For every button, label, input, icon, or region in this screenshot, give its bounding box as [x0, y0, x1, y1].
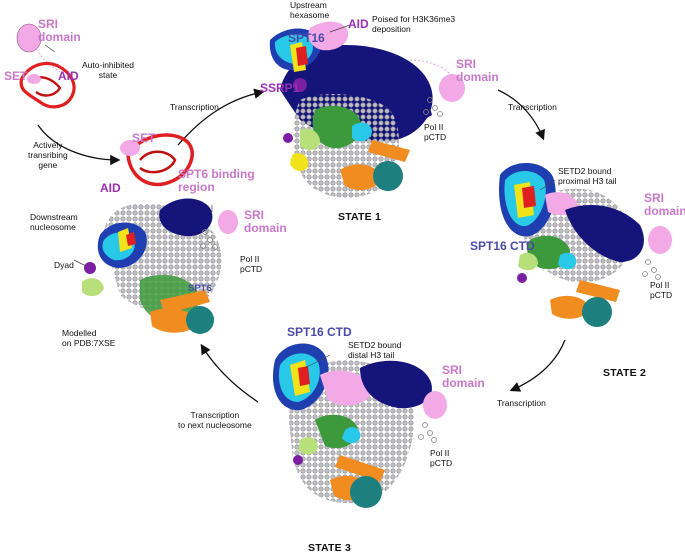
state3-title: STATE 3: [308, 542, 352, 554]
active-aid-label: AID: [100, 181, 121, 195]
state1-spt16-label: SPT16: [288, 31, 325, 45]
state2-structure: [499, 162, 672, 327]
transcription-label-3: Transcription: [497, 398, 546, 408]
transcription-next-nucleosome-label: Transcription to next nucleosome: [178, 410, 252, 430]
upstream-hexasome-label: Upstream hexasome: [290, 0, 330, 20]
state2-sri-domain-label: SRI domain: [644, 191, 685, 218]
ssrp1-label: SSRP1: [260, 81, 300, 95]
spt6-binding-region-label: SPT6 binding region: [178, 167, 255, 194]
auto-sri-domain-label: SRI domain: [38, 17, 81, 44]
state3-spt16-ctd-label: SPT16 CTD: [287, 325, 352, 339]
state3-setd2-label: SETD2 bound distal H3 tail: [348, 340, 402, 360]
arrow-transcription-3: [509, 339, 566, 392]
state2-spt16-ctd-label: SPT16 CTD: [470, 239, 535, 253]
state1-pol-label: Pol II pCTD: [424, 122, 447, 142]
cycle-arrows: [37, 88, 566, 403]
poised-label: Poised for H3K36me3 deposition: [372, 14, 456, 34]
arrow-active-entry: [37, 124, 121, 166]
arrow-transcription-4: [200, 343, 259, 403]
transcription-label-1: Transcription: [170, 102, 219, 112]
state2-pol-label: Pol II pCTD: [650, 280, 673, 300]
auto-inhibited-structure: [16, 23, 76, 109]
arrow-transcription-2: [497, 89, 545, 141]
auto-aid-label: AID: [58, 69, 79, 83]
state3-pol-label: Pol II pCTD: [430, 448, 453, 468]
state1-structure: [269, 21, 465, 198]
state3-sri-domain-label: SRI domain: [442, 363, 485, 390]
active-pol-label: Pol II pCTD: [240, 254, 263, 274]
auto-set-label: SET: [4, 69, 28, 83]
active-gene-label: Actively transribing gene: [28, 140, 68, 170]
state1-sri-domain-label: SRI domain: [456, 57, 499, 84]
state3-structure: [272, 343, 447, 508]
spt6-label: SPT6: [188, 283, 212, 294]
state2-setd2-label: SETD2 bound proximal H3 tail: [558, 166, 617, 186]
transcription-label-2: Transcription: [508, 102, 557, 112]
downstream-nucleosome-label: Downstream nucleosome: [30, 212, 78, 232]
arrow-transcription-1: [177, 88, 265, 146]
modelled-on-pdb-label: Modelled on PDB:7XSE: [62, 328, 116, 348]
auto-inhibited-label: Auto-inhibited state: [82, 60, 134, 80]
dyad-label: Dyad: [54, 260, 74, 270]
active-set-label: SET: [132, 131, 156, 145]
state1-aid-label: AID: [348, 17, 369, 31]
leader-lines: [44, 24, 556, 369]
state2-title: STATE 2: [603, 367, 647, 379]
active-structure: [82, 133, 238, 334]
active-sri-domain-label: SRI domain: [244, 208, 287, 235]
state1-title: STATE 1: [338, 211, 382, 223]
